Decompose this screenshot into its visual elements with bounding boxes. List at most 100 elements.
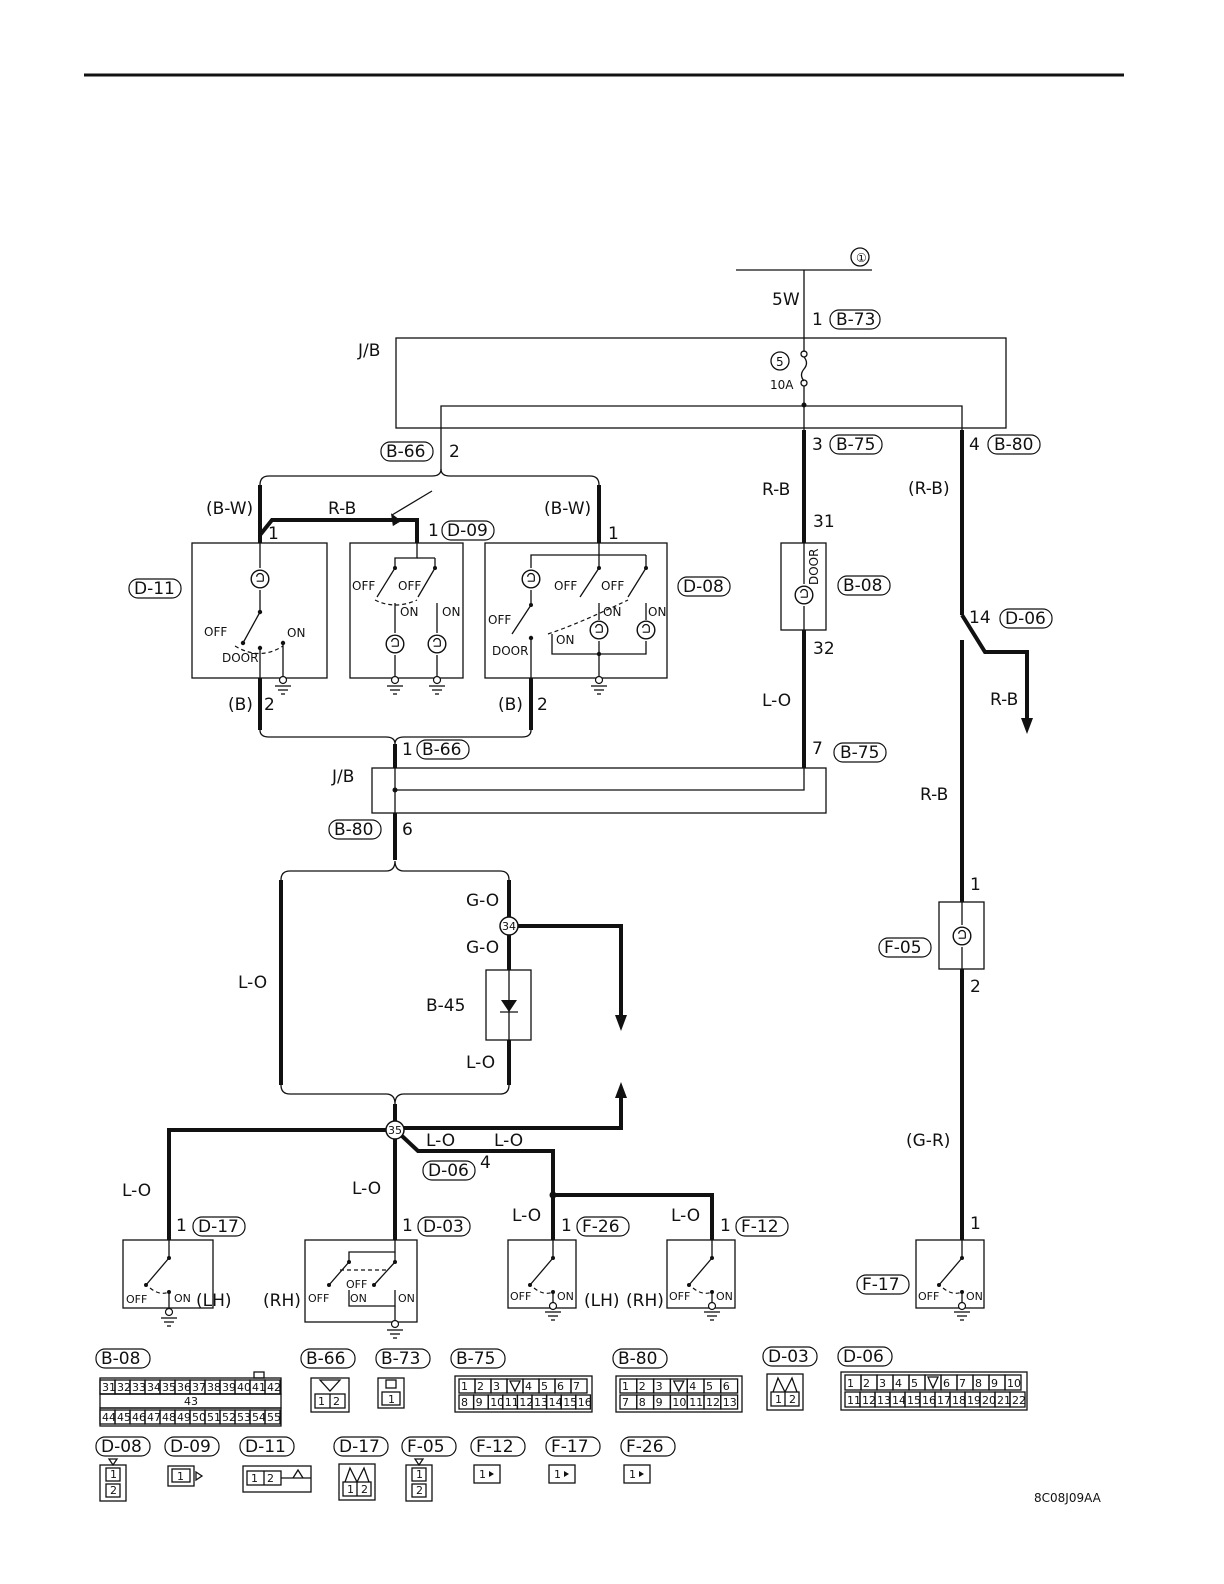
connector-pin-number: 21 [997, 1394, 1011, 1407]
connector-pin-number: 31 [102, 1381, 116, 1394]
connector-tag-b08: B-08 [837, 575, 891, 596]
connector-face-d11: 1 2 [242, 1465, 312, 1493]
wire-go-mid-label: G-O [466, 938, 499, 958]
connector-tag-d11: D-11 [128, 578, 182, 599]
svg-text:ON: ON [174, 1292, 191, 1305]
connector-tag-b73: B-73 [829, 309, 881, 330]
connector-pin-number: 5 [911, 1377, 918, 1390]
svg-text:D-09: D-09 [170, 1437, 211, 1457]
svg-text:2: 2 [333, 1395, 340, 1408]
connector-pin-number: 44 [102, 1411, 116, 1424]
bracket-top-left [259, 468, 600, 486]
svg-text:ON: ON [716, 1290, 733, 1303]
pin-b66-2: 2 [449, 442, 460, 462]
svg-text:ON: ON [966, 1290, 983, 1303]
connector-pin-number: 9 [991, 1377, 998, 1390]
svg-text:D-11: D-11 [134, 579, 175, 599]
connector-pin-number: 53 [237, 1411, 251, 1424]
pin-d06-14: 14 [969, 608, 991, 628]
wire-lo-a-label: L-O [426, 1131, 455, 1151]
svg-text:D-06: D-06 [1005, 609, 1046, 629]
connector-pin-number: 47 [147, 1411, 161, 1424]
wire-5w-label: 5W [772, 290, 800, 310]
connector-tag-f12: F-12 [735, 1216, 789, 1237]
svg-text:B-08: B-08 [101, 1349, 140, 1369]
connector-tag-f05: F-05 [878, 937, 932, 958]
svg-text:F-26: F-26 [582, 1217, 620, 1237]
pin-b66-1: 1 [402, 740, 413, 760]
svg-text:B-75: B-75 [836, 435, 875, 455]
svg-text:OFF: OFF [308, 1292, 329, 1305]
connector-pin-number: 13 [877, 1394, 891, 1407]
wire-lo-f12-label: L-O [671, 1206, 700, 1226]
svg-text:D-06: D-06 [428, 1161, 469, 1181]
svg-text:1: 1 [554, 1468, 561, 1481]
svg-text:D-11: D-11 [245, 1437, 286, 1457]
svg-text:1: 1 [629, 1468, 636, 1481]
pin-b80-6: 6 [402, 820, 413, 840]
connector-pin-number: 6 [723, 1380, 730, 1393]
wire-b-left-label: (B) [228, 695, 253, 715]
pin-b73-1: 1 [812, 310, 823, 330]
wire-lo-left-label: L-O [238, 973, 267, 993]
pin-d11-1: 1 [268, 524, 279, 544]
svg-text:B-80: B-80 [618, 1349, 657, 1369]
connector-pin-number: 2 [477, 1380, 484, 1393]
connector-pin-number: 42 [267, 1381, 281, 1394]
diode-label: B-45 [426, 996, 465, 1016]
svg-text:D-17: D-17 [339, 1437, 380, 1457]
svg-text:1: 1 [251, 1472, 258, 1485]
switch-d09 [349, 542, 464, 679]
connector-pin-number: 5 [541, 1380, 548, 1393]
connector-pin-number: 14 [549, 1396, 563, 1409]
connector-pin-number: 10 [672, 1396, 686, 1409]
fuse-rating: 10A [770, 378, 794, 392]
connector-pin-number: 7 [573, 1380, 580, 1393]
switch-f12 [666, 1239, 736, 1309]
svg-text:F-05: F-05 [407, 1437, 445, 1457]
svg-text:D-08: D-08 [101, 1437, 142, 1457]
connector-pin-number: 20 [982, 1394, 996, 1407]
connector-pin-number: 50 [192, 1411, 206, 1424]
svg-text:B-66: B-66 [422, 740, 461, 760]
connector-face-f17: 1 [548, 1464, 576, 1484]
svg-text:1: 1 [775, 1393, 782, 1406]
connector-pin-number: 1 [847, 1377, 854, 1390]
svg-text:ON: ON [350, 1292, 367, 1305]
label-lh-d17: (LH) [196, 1291, 232, 1311]
svg-text:D-08: D-08 [683, 577, 724, 597]
connector-pin-number: 14 [892, 1394, 906, 1407]
svg-text:43: 43 [184, 1395, 198, 1408]
connector-pin-number: 12 [862, 1394, 876, 1407]
connector-tag-b80-top: B-80 [987, 434, 1041, 455]
connector-face-f26: 1 [623, 1464, 651, 1484]
svg-text:OFF: OFF [918, 1290, 939, 1303]
svg-text:1: 1 [479, 1468, 486, 1481]
svg-text:ON: ON [648, 605, 666, 619]
svg-text:1: 1 [561, 1216, 572, 1236]
svg-text:1: 1 [388, 1393, 395, 1406]
wire-rb-paren-label: (R-B) [908, 479, 950, 499]
svg-text:OFF: OFF [554, 579, 577, 593]
wire-rb-d06-label: R-B [990, 690, 1018, 710]
svg-text:D-06: D-06 [843, 1347, 884, 1367]
connector-pin-number: 6 [557, 1380, 564, 1393]
connector-pin-number: 13 [723, 1396, 737, 1409]
svg-text:DOOR: DOOR [492, 644, 528, 658]
svg-text:OFF: OFF [510, 1290, 531, 1303]
bracket-lower-bottom [280, 1084, 510, 1105]
connector-pin-number: 51 [207, 1411, 221, 1424]
svg-text:2: 2 [110, 1484, 117, 1497]
svg-text:1: 1 [402, 1216, 413, 1236]
wire-gr-label: (G-R) [906, 1131, 950, 1151]
connector-pin-number: 55 [267, 1411, 281, 1424]
connector-pin-number: 22 [1012, 1394, 1026, 1407]
svg-text:35: 35 [388, 1124, 402, 1137]
svg-text:B-75: B-75 [456, 1349, 495, 1369]
wire-b-right-label: (B) [498, 695, 523, 715]
jb-upper-label: J/B [357, 341, 380, 361]
svg-text:2: 2 [416, 1484, 423, 1497]
